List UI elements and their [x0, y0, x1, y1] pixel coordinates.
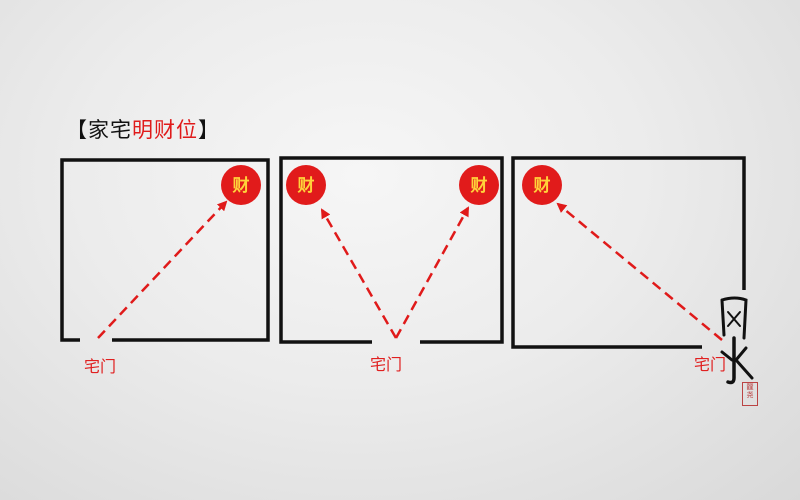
wealth-marker-room-1	[221, 165, 261, 205]
arrow-room-2-right	[394, 206, 470, 339]
wealth-label-room-1: 财	[232, 175, 250, 196]
arrow-room-2-left	[320, 208, 398, 339]
title-prefix: 【家宅	[66, 118, 132, 142]
wealth-label-room-2-left: 财	[297, 175, 315, 196]
room-1: 财 宅门	[60, 158, 270, 376]
room-2-walls	[279, 156, 504, 344]
wealth-label-room-3: 财	[533, 175, 551, 196]
door-label-room-1: 宅门	[84, 357, 116, 376]
room-2: 财 财 宅门	[279, 156, 504, 374]
wealth-marker-room-2-right	[459, 165, 499, 205]
diagram-title: 【家宅明财位】	[66, 114, 220, 144]
room-3: 财 宅门	[511, 156, 746, 374]
arrow-room-3	[556, 202, 723, 341]
title-highlight: 明财位	[132, 118, 198, 142]
room-1-walls	[60, 158, 270, 342]
room-3-walls	[511, 156, 746, 349]
wealth-label-room-2-right: 财	[470, 175, 488, 196]
calligraphy-logo	[720, 296, 754, 385]
door-label-room-3: 宅门	[694, 355, 726, 374]
title-suffix: 】	[198, 118, 220, 142]
seal-stamp: 龖尧	[742, 382, 758, 406]
arrow-room-1	[97, 200, 228, 339]
wealth-marker-room-2-left	[286, 165, 326, 205]
door-label-room-2: 宅门	[370, 355, 402, 374]
wealth-marker-room-3	[522, 165, 562, 205]
